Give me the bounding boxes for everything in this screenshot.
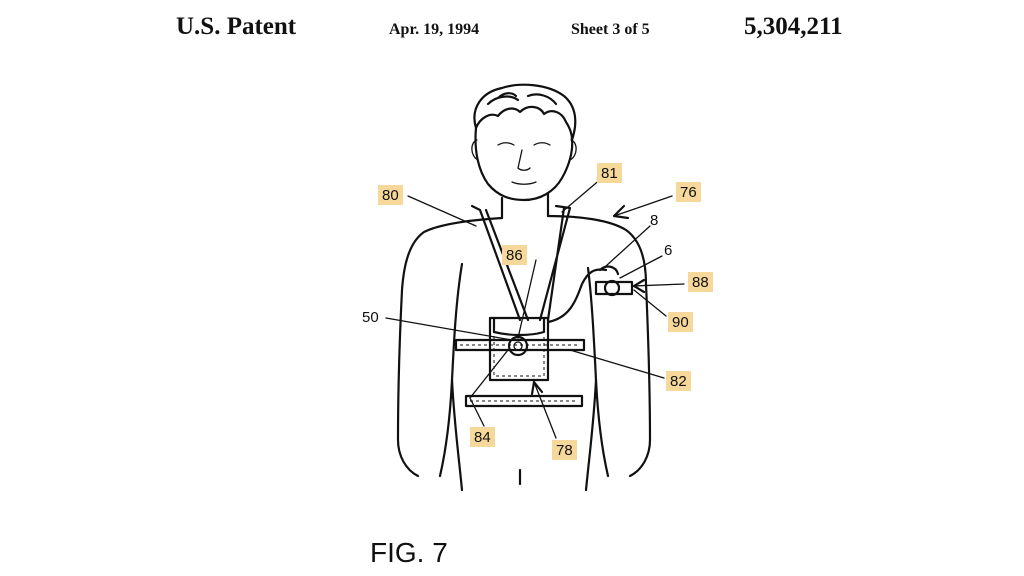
- cuff-lead: [598, 265, 620, 276]
- highlight-81: [597, 163, 622, 183]
- ref-84: 84: [474, 429, 491, 446]
- nose: [517, 149, 531, 171]
- leader-50: [385, 317, 513, 341]
- pouch: [488, 316, 550, 382]
- ref-76: 76: [680, 184, 697, 201]
- highlight-82: [666, 371, 691, 391]
- monitor-dial-inner: [513, 341, 523, 351]
- neck: [500, 192, 550, 220]
- leader-86: [517, 259, 537, 339]
- header-sheet: Sheet 3 of 5: [571, 21, 650, 38]
- ref-82: 82: [670, 373, 687, 390]
- ear-right: [569, 139, 577, 161]
- ref-81: 81: [601, 165, 618, 182]
- leader-82: [569, 349, 665, 379]
- highlight-86: [502, 245, 527, 265]
- highlight-78: [552, 440, 577, 460]
- head-outline: [474, 126, 574, 202]
- arm-cuff: [594, 280, 634, 296]
- highlight-84: [470, 427, 495, 447]
- highlight-90: [668, 312, 693, 332]
- arrowhead-88: [632, 278, 646, 294]
- highlight-76: [676, 182, 701, 202]
- leader-90: [633, 289, 667, 317]
- cuff-sensor: [603, 279, 621, 297]
- hair: [473, 83, 577, 142]
- connection-tube: [546, 268, 608, 324]
- leader-6: [619, 255, 663, 279]
- arrowhead-78: [530, 380, 544, 396]
- mouth: [511, 181, 537, 185]
- ref-8: 8: [650, 212, 658, 229]
- pouch-flap: [492, 316, 546, 337]
- ear-left: [471, 139, 479, 161]
- ref-90: 90: [672, 314, 689, 331]
- leader-8: [605, 225, 651, 267]
- leader-76: [613, 195, 673, 217]
- eye-left: [497, 142, 515, 146]
- ref-78: 78: [556, 442, 573, 459]
- arrowhead-76: [612, 204, 630, 220]
- highlight-80: [378, 185, 403, 205]
- ref-86: 86: [506, 247, 523, 264]
- strap-right: [538, 204, 572, 322]
- header-title: U.S. Patent: [176, 13, 297, 40]
- ref-80: 80: [382, 187, 399, 204]
- ref-88: 88: [692, 274, 709, 291]
- leader-84: [469, 349, 509, 427]
- leader-80: [407, 195, 477, 227]
- eye-right: [533, 142, 551, 146]
- torso-bottom: [450, 378, 598, 492]
- leader-81: [561, 177, 603, 213]
- pouch-stitch: [493, 336, 545, 377]
- ref-50: 50: [362, 309, 379, 326]
- leader-78: [533, 381, 557, 439]
- torso-right: [546, 214, 652, 478]
- ref-6: 6: [664, 242, 672, 259]
- highlight-88: [688, 272, 713, 292]
- waist-band: [464, 394, 584, 408]
- figure-caption: FIG. 7: [370, 537, 448, 568]
- header-date: Apr. 19, 1994: [389, 21, 480, 38]
- leader-88: [633, 283, 685, 287]
- header-patent-number: 5,304,211: [744, 13, 843, 40]
